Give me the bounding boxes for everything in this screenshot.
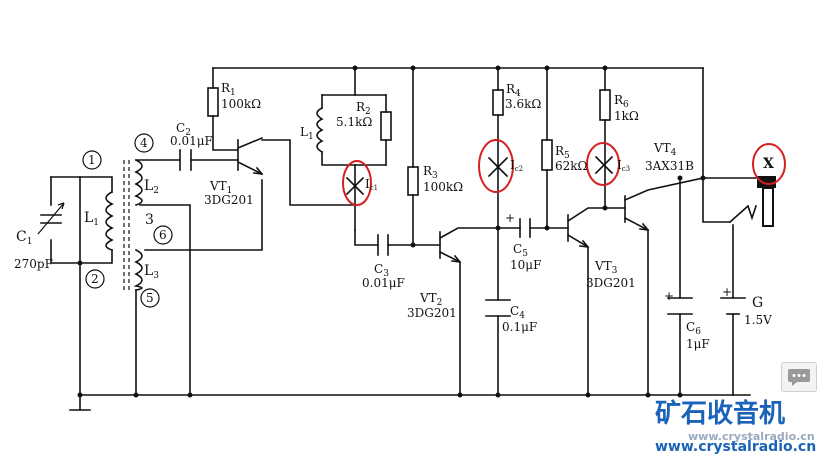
value-r3: 100kΩ bbox=[423, 180, 463, 194]
watermark-title: 矿石收音机 bbox=[655, 398, 785, 429]
tap-4: 4 bbox=[140, 136, 148, 150]
inductor-l1 bbox=[105, 190, 114, 252]
resistor-r2 bbox=[380, 111, 392, 141]
transistor-vt4 bbox=[639, 222, 650, 232]
capacitor-c4 bbox=[485, 299, 511, 317]
resistor-r5 bbox=[541, 139, 553, 171]
value-c1: 270pF bbox=[14, 257, 53, 271]
model-vt1: 3DG201 bbox=[204, 193, 254, 207]
label-ic2: Ic2 bbox=[510, 158, 523, 173]
label-ic3: Ic3 bbox=[617, 158, 630, 173]
plus-c5: + bbox=[505, 211, 515, 225]
chat-bubble-icon bbox=[788, 369, 810, 386]
tap-3: 3 bbox=[145, 212, 154, 228]
label-r6: R6 bbox=[614, 93, 629, 110]
label-c3: C3 bbox=[374, 262, 389, 279]
resistor-r1 bbox=[207, 87, 219, 117]
label-x: X bbox=[763, 156, 774, 172]
resistor-r4 bbox=[492, 89, 504, 116]
label-ic1: Ic1 bbox=[365, 177, 378, 192]
junction-dots bbox=[77, 65, 706, 398]
resistor-r3 bbox=[407, 166, 419, 196]
current-break-ic3 bbox=[586, 142, 620, 186]
capacitor-c2 bbox=[179, 149, 192, 171]
label-l2: L2 bbox=[144, 178, 159, 196]
component-labels: C1 270pF L1 1 2 3 4 5 6 L2 L3 C2 0.01μF … bbox=[14, 81, 774, 351]
label-vt1: VT1 bbox=[209, 179, 232, 196]
model-vt4: 3AX31B bbox=[645, 159, 694, 173]
label-vt4: VT4 bbox=[653, 141, 677, 158]
inductor-l2 bbox=[134, 158, 143, 207]
capacitor-c3 bbox=[377, 234, 389, 256]
value-r2: 5.1kΩ bbox=[336, 115, 372, 129]
tap-1: 1 bbox=[88, 153, 96, 167]
transistor-vt3 bbox=[579, 239, 590, 249]
battery-g bbox=[720, 297, 746, 315]
inductor-l3 bbox=[133, 248, 143, 291]
label-vt2: VT2 bbox=[419, 291, 442, 308]
capacitor-c6 bbox=[667, 297, 693, 315]
label-c1: C1 bbox=[16, 229, 32, 247]
value-r1: 100kΩ bbox=[221, 97, 261, 111]
watermark-url-echo: www.crystalradio.cn bbox=[688, 430, 815, 443]
coil-tap-markers bbox=[82, 133, 173, 308]
resistor-r6 bbox=[599, 89, 611, 121]
current-break-ic2 bbox=[478, 139, 514, 193]
label-vt3: VT3 bbox=[594, 259, 618, 276]
label-r3: R3 bbox=[423, 164, 438, 181]
value-c6: 1μF bbox=[686, 337, 710, 351]
label-l3: L3 bbox=[144, 263, 159, 281]
value-c5: 10μF bbox=[510, 258, 541, 272]
value-c3: 0.01μF bbox=[362, 276, 405, 290]
model-vt2: 3DG201 bbox=[407, 306, 457, 320]
tap-2: 2 bbox=[91, 272, 99, 286]
label-r2: R2 bbox=[356, 100, 371, 117]
watermark-url: www.crystalradio.cn bbox=[655, 439, 816, 455]
value-c2: 0.01μF bbox=[170, 134, 213, 148]
chat-button[interactable] bbox=[781, 362, 817, 392]
label-r1: R1 bbox=[221, 81, 236, 98]
label-c2: C2 bbox=[176, 121, 191, 138]
value-g: 1.5V bbox=[744, 313, 772, 327]
tap-5: 5 bbox=[146, 291, 154, 305]
value-r4: 3.6kΩ bbox=[505, 97, 541, 111]
wires bbox=[50, 67, 757, 396]
label-g: G bbox=[752, 295, 763, 311]
inductor-l1b bbox=[316, 106, 324, 154]
current-break-ic1 bbox=[342, 160, 372, 206]
capacitor-c5 bbox=[519, 218, 531, 238]
transistor-vt2 bbox=[451, 254, 462, 264]
value-r6: 1kΩ bbox=[614, 109, 639, 123]
tap-6: 6 bbox=[159, 228, 167, 242]
label-r4: R4 bbox=[506, 82, 521, 99]
transformer-core bbox=[123, 160, 130, 292]
capacitor-c1-variable bbox=[37, 202, 65, 235]
earphone-jack-x bbox=[728, 143, 786, 227]
label-r5: R5 bbox=[555, 144, 570, 161]
value-r5: 62kΩ bbox=[555, 159, 588, 173]
model-vt3: 3DG201 bbox=[586, 276, 636, 290]
plus-g: + bbox=[722, 285, 732, 299]
transistor-vt1 bbox=[236, 136, 264, 176]
label-c4: C4 bbox=[510, 304, 525, 321]
site-watermark: 矿石收音机 www.crystalradio.cn www.crystalrad… bbox=[655, 398, 816, 455]
plus-c6: + bbox=[664, 289, 674, 303]
label-c6: C6 bbox=[686, 320, 701, 337]
label-l1b: L1 bbox=[300, 125, 314, 142]
value-c4: 0.1μF bbox=[502, 320, 537, 334]
label-l1: L1 bbox=[84, 210, 99, 228]
label-c5: C5 bbox=[513, 242, 528, 259]
